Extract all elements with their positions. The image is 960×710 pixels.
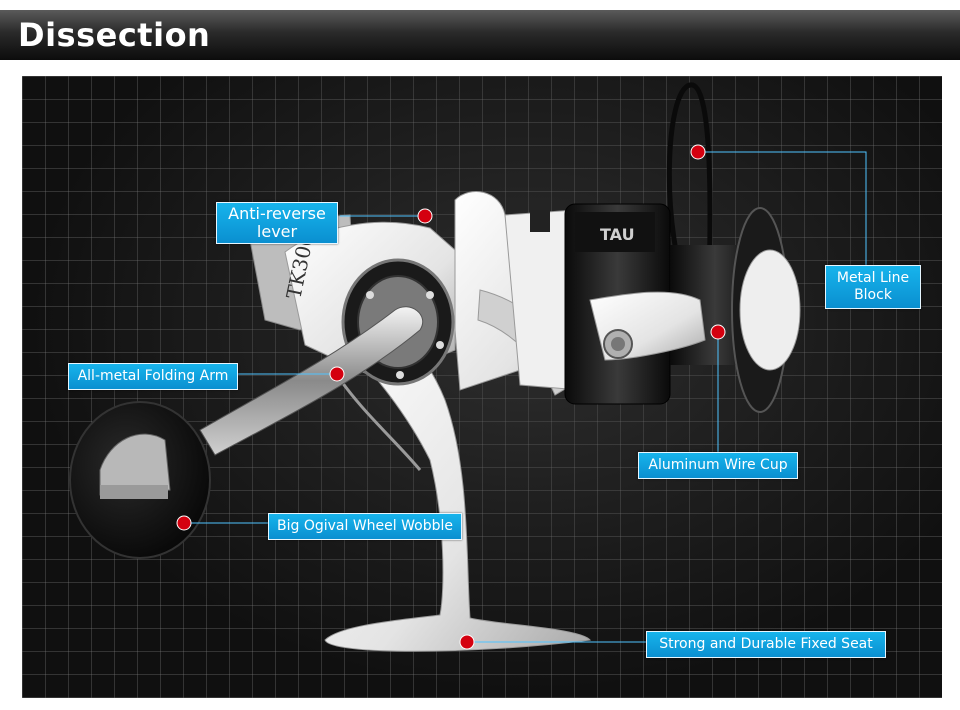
label-anti-reverse-lever: Anti-reverse lever [216,202,338,244]
label-aluminum-wire-cup: Aluminum Wire Cup [638,452,798,479]
marker-metal-line-block [690,144,706,160]
folding-arm [199,306,423,456]
marker-wheel-wobble [176,515,192,531]
bail-wire [666,82,713,321]
marker-anti-reverse [417,208,433,224]
header-bar: Dissection [0,10,960,60]
svg-text:TAU: TAU [600,225,635,244]
callout-markers [176,144,726,650]
label-all-metal-folding-arm: All-metal Folding Arm [68,363,238,390]
label-metal-line-block: Metal Line Block [825,265,921,309]
label-strong-durable-fixed-seat: Strong and Durable Fixed Seat [646,631,886,658]
fixed-seat [324,309,591,652]
marker-wire-cup [710,324,726,340]
marker-fixed-seat [459,634,475,650]
label-big-ogival-wheel-wobble: Big Ogival Wheel Wobble [268,513,462,540]
leader-lines [184,151,867,643]
page-title: Dissection [18,16,211,54]
marker-folding-arm [329,366,345,382]
